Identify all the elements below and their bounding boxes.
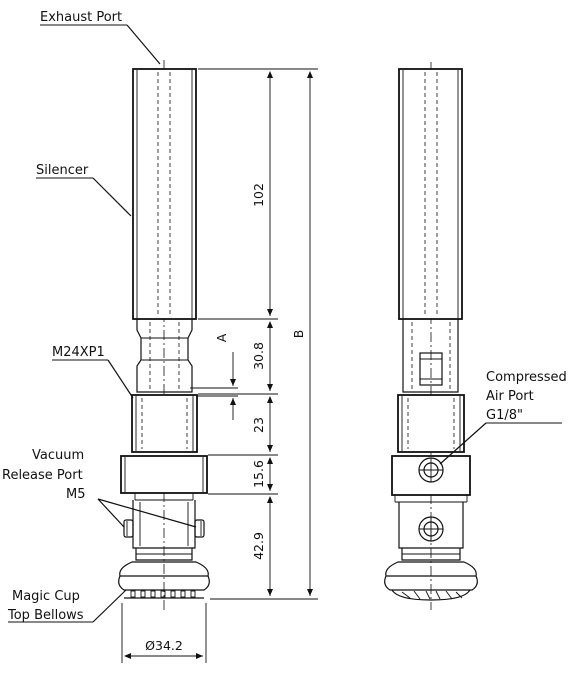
label-thread: M24XP1 <box>52 345 105 360</box>
dim-30-8: 30.8 <box>251 342 266 370</box>
side-thread <box>397 394 465 453</box>
label-magic-cup-line2: Top Bellows <box>7 608 84 623</box>
side-view <box>384 62 478 610</box>
dim-42-9: 42.9 <box>251 532 266 560</box>
dim-15-6: 15.6 <box>251 460 266 488</box>
side-neck <box>402 319 459 393</box>
label-silencer: Silencer <box>36 163 89 178</box>
label-vacuum-line2: Release Port <box>2 468 83 483</box>
callout-leaders <box>8 24 197 623</box>
hex-body <box>120 455 208 501</box>
compressed-air-leader <box>439 422 562 465</box>
label-magic-cup-line1: Magic Cup <box>12 589 80 604</box>
magic-cup <box>118 561 210 599</box>
side-magic-cup <box>384 561 478 601</box>
silencer-body <box>132 68 197 320</box>
dim-a: A <box>214 333 229 342</box>
label-compressed-line1: Compressed <box>486 370 567 385</box>
label-compressed-line2: Air Port <box>486 389 534 404</box>
dim-102: 102 <box>251 183 266 207</box>
side-body <box>391 455 471 503</box>
thread-section <box>131 394 198 453</box>
dim-diameter: Ø34.2 <box>145 638 183 653</box>
label-compressed-line3: G1/8" <box>486 408 523 423</box>
side-lower-body <box>398 502 464 561</box>
side-silencer <box>398 68 463 320</box>
label-vacuum-line3: M5 <box>66 487 86 502</box>
cup-ridges <box>130 590 196 598</box>
front-view <box>118 60 210 612</box>
lower-body <box>123 500 205 561</box>
label-exhaust-port: Exhaust Port <box>40 10 122 25</box>
dimension-lines <box>121 68 318 663</box>
label-vacuum-line1: Vacuum <box>32 448 84 463</box>
dim-b: B <box>291 330 306 339</box>
dim-23: 23 <box>251 417 266 433</box>
neck-tube <box>136 319 193 393</box>
